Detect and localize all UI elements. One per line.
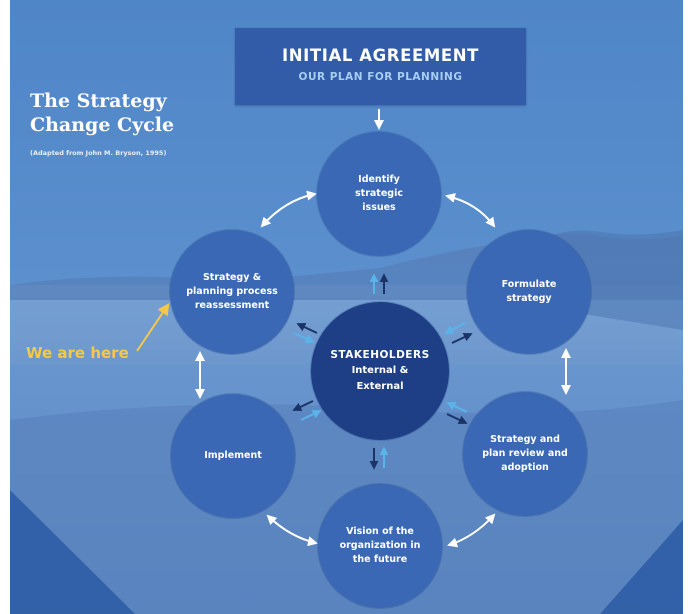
- center-label-line-1: STAKEHOLDERS: [330, 349, 430, 361]
- node-implement-label: Implement: [204, 450, 262, 461]
- node-strategy-plan-review: Strategy and plan review and adoption: [463, 392, 587, 516]
- node-stakeholders-center: STAKEHOLDERS Internal & External: [311, 302, 449, 440]
- node-review-label: Strategy and plan review and adoption: [482, 434, 568, 473]
- slide-title-line-1: The Strategy: [30, 90, 167, 112]
- slide-title-line-2: Change Cycle: [30, 114, 175, 136]
- initial-agreement-title: INITIAL AGREEMENT: [281, 46, 480, 65]
- node-vision-label: Vision of the organization in the future: [339, 526, 421, 565]
- initial-agreement-box: INITIAL AGREEMENT OUR PLAN FOR PLANNING: [235, 28, 526, 105]
- node-formulate-strategy: Formulate strategy: [467, 230, 591, 354]
- node-vision-of-organization: Vision of the organization in the future: [318, 484, 442, 608]
- node-planning-process-reassessment: Strategy & planning process reassessment: [170, 230, 294, 354]
- node-reassess-label: Strategy & planning process reassessment: [186, 272, 278, 311]
- center-label-line-2: Internal &: [351, 365, 409, 376]
- node-identify-strategic-issues: Identify strategic issues: [317, 132, 441, 256]
- node-identify-label: Identify strategic issues: [355, 174, 403, 213]
- node-implement: Implement: [171, 394, 295, 518]
- center-label-line-3: External: [356, 381, 404, 392]
- we-are-here-label: We are here: [26, 344, 129, 362]
- source-credit: (Adapted from John M. Bryson, 1995): [30, 149, 167, 157]
- initial-agreement-subtitle: OUR PLAN FOR PLANNING: [298, 71, 463, 83]
- node-formulate-label: Formulate strategy: [501, 279, 557, 304]
